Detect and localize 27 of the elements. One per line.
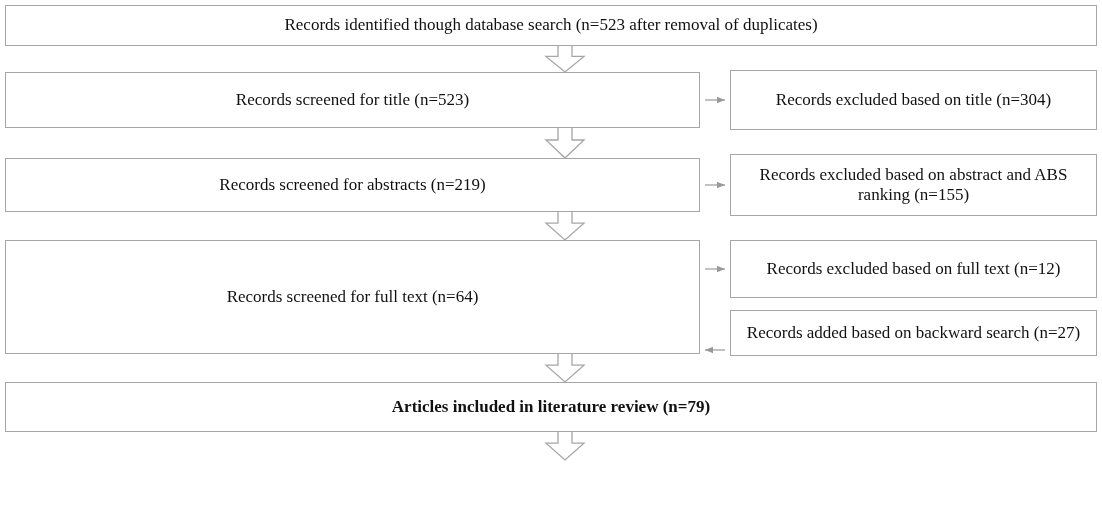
- process-box: [5, 72, 700, 128]
- process-box: [730, 310, 1097, 356]
- box-text: Records excluded based on full text (n=12): [766, 258, 1061, 280]
- box-text: Records screened for title (n=523): [235, 89, 470, 111]
- process-box: [5, 5, 1097, 46]
- hollow-arrow: [544, 353, 586, 383]
- process-box: [5, 158, 700, 212]
- arrow: [704, 181, 726, 189]
- process-box: [5, 240, 700, 354]
- hollow-arrow: [544, 431, 586, 461]
- hollow-arrow: [544, 45, 586, 73]
- process-box: [5, 382, 1097, 432]
- hollow-arrow: [544, 127, 586, 159]
- hollow-arrow: [544, 211, 586, 241]
- box-text: Records added based on backward search (n=27): [746, 322, 1081, 344]
- arrow: [704, 96, 726, 104]
- box-text: Records excluded based on abstract and ABS ranking (n=155): [758, 164, 1069, 206]
- box-text: Records excluded based on title (n=304): [775, 89, 1052, 111]
- box-text: Records identified though database search (n=523 after removal of duplicates): [284, 15, 818, 36]
- box-text: Articles included in literature review (n=79): [391, 396, 711, 418]
- box-text: Records screened for full text (n=64): [226, 286, 479, 308]
- process-box: [730, 240, 1097, 298]
- process-box: [730, 70, 1097, 130]
- arrow: [704, 265, 726, 273]
- process-box: [730, 154, 1097, 216]
- arrow: [704, 346, 726, 354]
- box-text: Records screened for abstracts (n=219): [219, 174, 486, 196]
